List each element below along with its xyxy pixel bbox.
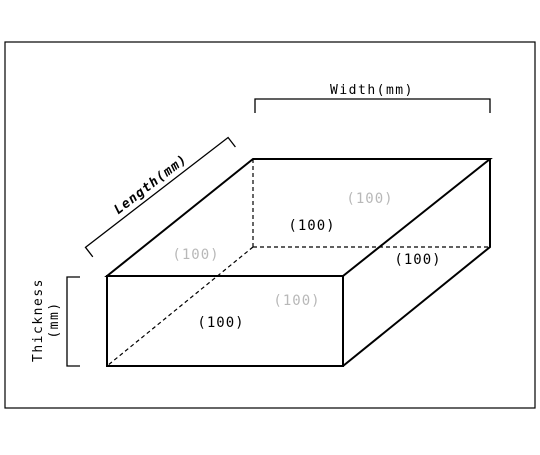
hidden-edge-left-bottom bbox=[106, 246, 254, 367]
face-label-front-back: (100) bbox=[273, 293, 320, 309]
face-label-right: (100) bbox=[394, 252, 441, 268]
length-bracket bbox=[84, 136, 236, 258]
thickness-bracket bbox=[66, 276, 80, 367]
face-label-front: (100) bbox=[197, 315, 244, 331]
face-label-top-front: (100) bbox=[288, 218, 335, 234]
face-label-top-back: (100) bbox=[346, 191, 393, 207]
front-face-outline bbox=[106, 275, 344, 367]
thickness-dimension: Thickness (mm) bbox=[31, 278, 62, 362]
length-label: Length(mm) bbox=[111, 152, 190, 218]
right-face-outline bbox=[342, 159, 491, 367]
thickness-unit: (mm) bbox=[47, 301, 62, 338]
width-bracket bbox=[254, 98, 491, 113]
width-label: Width(mm) bbox=[330, 83, 414, 98]
face-label-left-hidden: (100) bbox=[172, 247, 219, 263]
thickness-label: Thickness bbox=[31, 278, 46, 362]
diagram-frame bbox=[4, 41, 536, 409]
